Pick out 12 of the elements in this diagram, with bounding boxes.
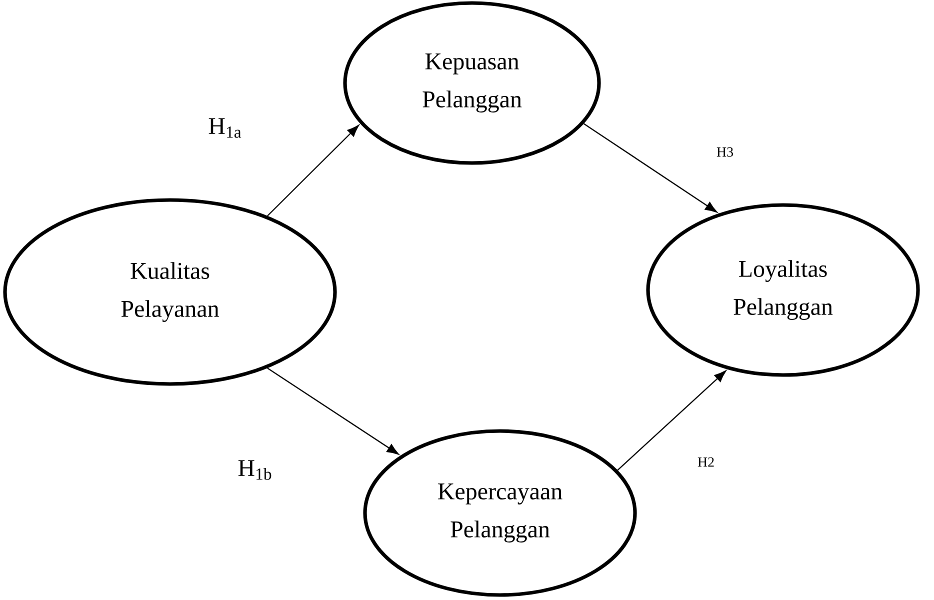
- edge-label: H$_{1a}$: [208, 118, 242, 138]
- arrow: [617, 370, 726, 471]
- edge-label: H$_{1b}$: [238, 460, 272, 480]
- ellipse-node: Kualitas Pelayanan: [3, 198, 337, 386]
- arrow: [267, 124, 360, 216]
- arrow: [583, 123, 718, 213]
- arrow: [267, 368, 399, 455]
- ellipse-node: Kepercayaan Pelanggan: [363, 429, 637, 597]
- edge-label: H3: [716, 147, 734, 157]
- ellipse-node: Kepuasan Pelanggan: [343, 1, 601, 165]
- edge-label: H2: [698, 457, 714, 467]
- ellipse-node: Loyalitas Pelanggan: [646, 203, 920, 377]
